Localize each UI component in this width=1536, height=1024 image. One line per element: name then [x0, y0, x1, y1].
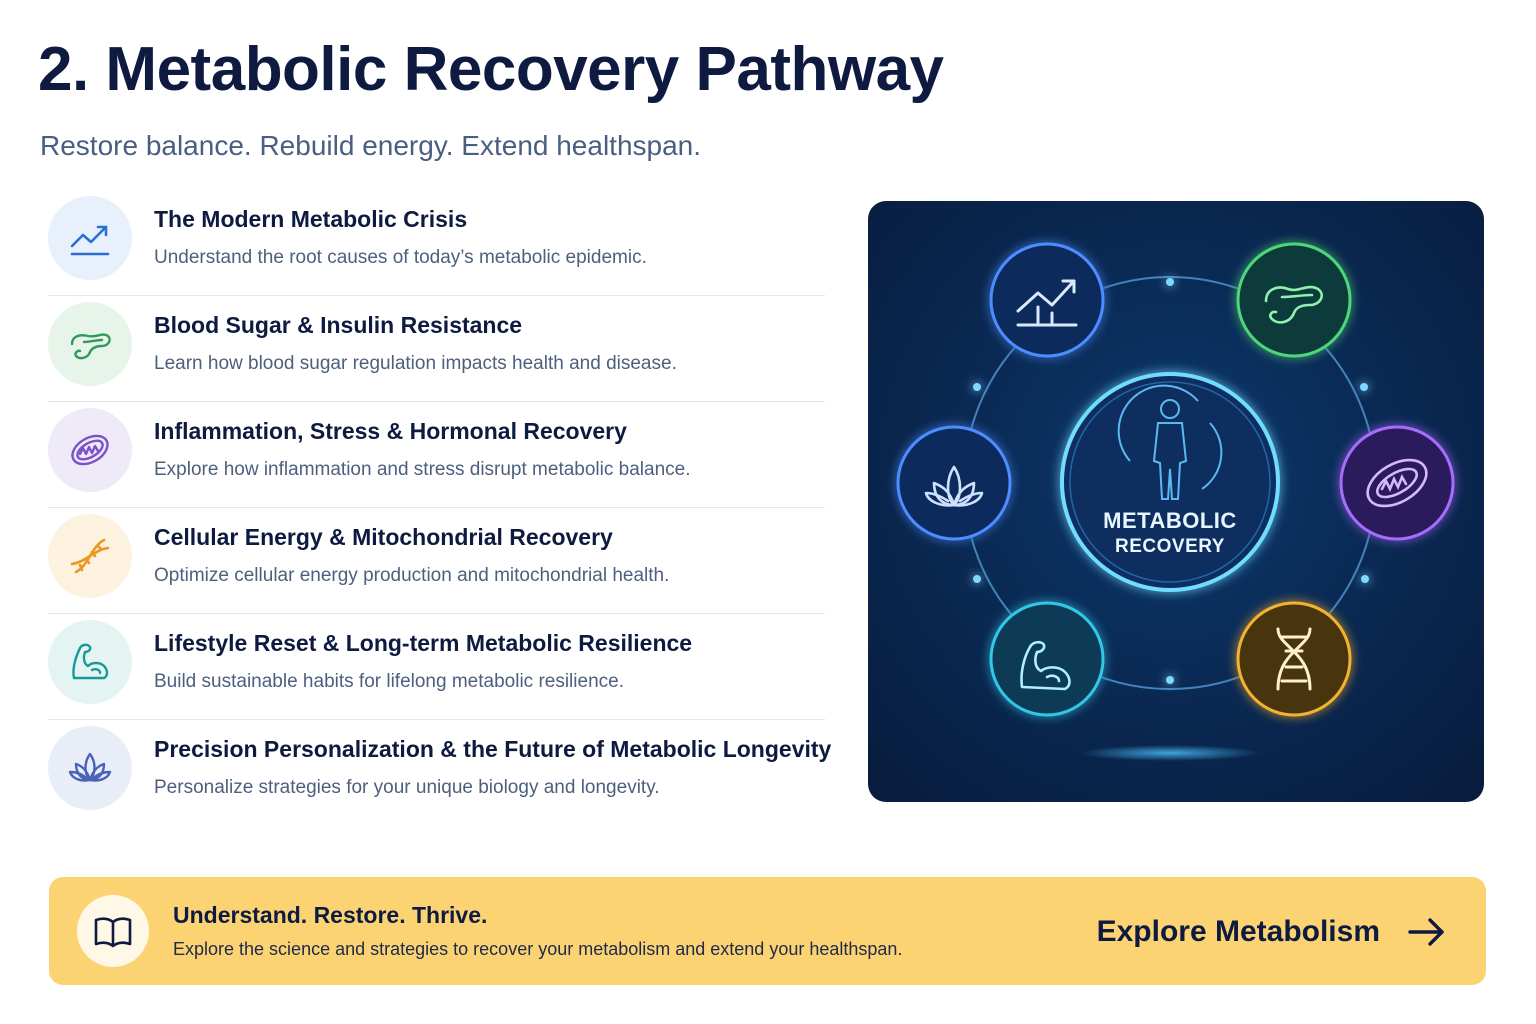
topic-description: Personalize strategies for your unique b… — [154, 777, 660, 798]
book-icon — [77, 895, 149, 967]
trend-up-icon — [48, 196, 132, 280]
topic-description: Optimize cellular energy production and … — [154, 565, 670, 586]
dna-icon — [48, 514, 132, 598]
pancreas-icon — [48, 302, 132, 386]
topic-item-blood-sugar[interactable]: Blood Sugar & Insulin Resistance Learn h… — [48, 296, 825, 402]
mitochondria-icon — [1366, 458, 1428, 508]
node-pancreas — [1236, 242, 1352, 358]
cta-banner: Understand. Restore. Thrive. Explore the… — [49, 877, 1486, 985]
center-label: METABOLIC RECOVERY — [1060, 508, 1280, 560]
orbit-dots — [973, 278, 1369, 684]
topic-item-inflammation[interactable]: Inflammation, Stress & Hormonal Recovery… — [48, 402, 825, 508]
muscle-icon — [48, 620, 132, 704]
recovery-diagram — [868, 201, 1484, 802]
explore-metabolism-button[interactable]: Explore Metabolism — [1097, 905, 1446, 959]
lotus-icon — [924, 465, 984, 507]
mitochondria-icon — [48, 408, 132, 492]
human-figure-icon — [1117, 384, 1223, 500]
topic-title: Inflammation, Stress & Hormonal Recovery — [154, 418, 627, 444]
topic-item-lifestyle-reset[interactable]: Lifestyle Reset & Long-term Metabolic Re… — [48, 614, 825, 720]
topic-description: Explore how inflammation and stress disr… — [154, 459, 691, 480]
center-label-line1: METABOLIC — [1103, 508, 1237, 533]
topic-title: Precision Personalization & the Future o… — [154, 736, 832, 762]
node-muscle — [989, 601, 1105, 717]
trend-chart-icon — [1016, 279, 1078, 327]
node-chart — [989, 242, 1105, 358]
center-node — [1060, 372, 1280, 592]
cta-description: Explore the science and strategies to re… — [173, 939, 903, 959]
pancreas-icon — [1264, 285, 1323, 324]
topic-description: Learn how blood sugar regulation impacts… — [154, 353, 677, 374]
page-subtitle: Restore balance. Rebuild energy. Extend … — [40, 130, 702, 161]
arrow-right-icon — [1408, 918, 1444, 946]
cta-title: Understand. Restore. Thrive. — [173, 902, 488, 928]
page-title: 2. Metabolic Recovery Pathway — [38, 35, 944, 104]
topic-description: Build sustainable habits for lifelong me… — [154, 671, 624, 692]
topic-list: The Modern Metabolic Crisis Understand t… — [48, 190, 831, 826]
node-mitochondria — [1339, 425, 1455, 541]
muscle-icon — [1020, 640, 1071, 691]
lotus-icon — [48, 726, 132, 810]
topic-description: Understand the root causes of today’s me… — [154, 247, 647, 268]
topic-title: The Modern Metabolic Crisis — [154, 206, 468, 232]
topic-title: Lifestyle Reset & Long-term Metabolic Re… — [154, 630, 693, 656]
topic-title: Blood Sugar & Insulin Resistance — [154, 312, 523, 338]
dna-icon — [1276, 627, 1312, 691]
center-label-line2: RECOVERY — [1115, 536, 1225, 557]
explore-metabolism-label: Explore Metabolism — [1096, 915, 1380, 948]
node-lotus — [896, 425, 1012, 541]
topic-title: Cellular Energy & Mitochondrial Recovery — [154, 524, 613, 550]
topic-item-precision[interactable]: Precision Personalization & the Future o… — [48, 720, 831, 826]
topic-item-metabolic-crisis[interactable]: The Modern Metabolic Crisis Understand t… — [48, 190, 825, 296]
node-dna — [1236, 601, 1352, 717]
topic-item-cellular-energy[interactable]: Cellular Energy & Mitochondrial Recovery… — [48, 508, 825, 614]
floor-glow — [1080, 745, 1260, 761]
